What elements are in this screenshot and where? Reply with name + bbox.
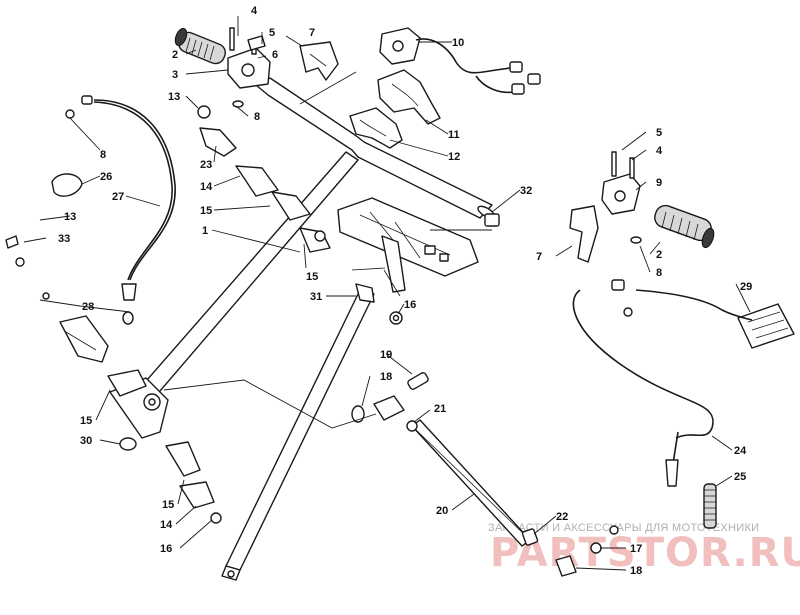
watermark: ЗАПЧАСТИ И АКСЕССУАРЫ ДЛЯ МОТОТЕХНИКИ PA… (488, 522, 800, 576)
callout-26: 26 (100, 171, 112, 183)
callout-13: 13 (64, 211, 76, 223)
callout-28: 28 (82, 301, 94, 313)
callout-18: 18 (630, 565, 642, 577)
callout-5: 5 (656, 127, 662, 139)
callout-12: 12 (448, 151, 460, 163)
callout-4: 4 (251, 5, 258, 17)
spring-25 (703, 483, 717, 529)
callout-16: 16 (404, 299, 416, 311)
callout-2: 2 (656, 249, 662, 261)
callout-30: 30 (80, 435, 92, 447)
callout-15: 15 (162, 499, 174, 511)
callout-29: 29 (740, 281, 752, 293)
callout-31: 31 (310, 291, 322, 303)
upper-clamps (197, 105, 331, 253)
callout-23: 23 (200, 159, 212, 171)
callout-1: 1 (202, 225, 208, 237)
callout-33: 33 (58, 233, 70, 245)
switch-housing (379, 27, 541, 95)
lever-right (569, 205, 599, 263)
leader-lines (23, 16, 751, 571)
callout-18: 18 (380, 371, 392, 383)
callout-5: 5 (269, 27, 275, 39)
callout-3: 3 (172, 69, 178, 81)
band-26 (51, 173, 83, 197)
tie-rod-31 (221, 283, 375, 581)
grip-right (654, 204, 715, 249)
callout-4: 4 (656, 145, 663, 157)
callout-labels: 4 5 2 7 6 3 10 13 8 11 8 12 23 26 14 27 … (58, 5, 752, 577)
callout-8: 8 (100, 149, 106, 161)
callout-20: 20 (436, 505, 448, 517)
lever-left (299, 41, 339, 81)
callout-25: 25 (734, 471, 746, 483)
lower-clamps (107, 369, 222, 524)
cable-24 (572, 289, 714, 487)
grip-left (174, 27, 226, 65)
rod-20 (411, 419, 531, 547)
callout-2: 2 (172, 49, 178, 61)
callout-21: 21 (434, 403, 446, 415)
callout-24: 24 (734, 445, 747, 457)
nut-16-upper (389, 311, 403, 325)
grip-heater-11 (377, 69, 441, 125)
cable-27 (81, 95, 176, 325)
callout-11: 11 (448, 129, 460, 141)
throttle-housing-left (227, 27, 271, 108)
grip-heater-12 (349, 107, 403, 149)
callout-19: 19 (380, 349, 392, 361)
callout-15: 15 (200, 205, 212, 217)
callout-9: 9 (656, 177, 662, 189)
throttle-housing-right (601, 151, 642, 244)
callout-27: 27 (112, 191, 124, 203)
callout-8: 8 (656, 267, 662, 279)
watermark-tagline: ЗАПЧАСТИ И АКСЕССУАРЫ ДЛЯ МОТОТЕХНИКИ (488, 522, 759, 534)
callout-15: 15 (80, 415, 92, 427)
callout-16: 16 (160, 543, 172, 555)
callout-15: 15 (306, 271, 318, 283)
watermark-brand: PARTSTOR.RU (490, 530, 800, 576)
callout-8: 8 (254, 111, 260, 123)
thumb-warmer-29 (611, 279, 795, 349)
callout-10: 10 (452, 37, 464, 49)
callout-14: 14 (160, 519, 173, 531)
left-fasteners (5, 109, 109, 363)
ball-joint-hardware (351, 372, 429, 432)
callout-14: 14 (200, 181, 213, 193)
callout-13: 13 (168, 91, 180, 103)
callout-6: 6 (272, 49, 278, 61)
callout-17: 17 (630, 543, 642, 555)
callout-22: 22 (556, 511, 568, 523)
spacer-32 (484, 213, 500, 227)
callout-7: 7 (309, 27, 315, 39)
frame-bracket (337, 197, 479, 297)
callout-7: 7 (536, 251, 542, 263)
callout-32: 32 (520, 185, 532, 197)
